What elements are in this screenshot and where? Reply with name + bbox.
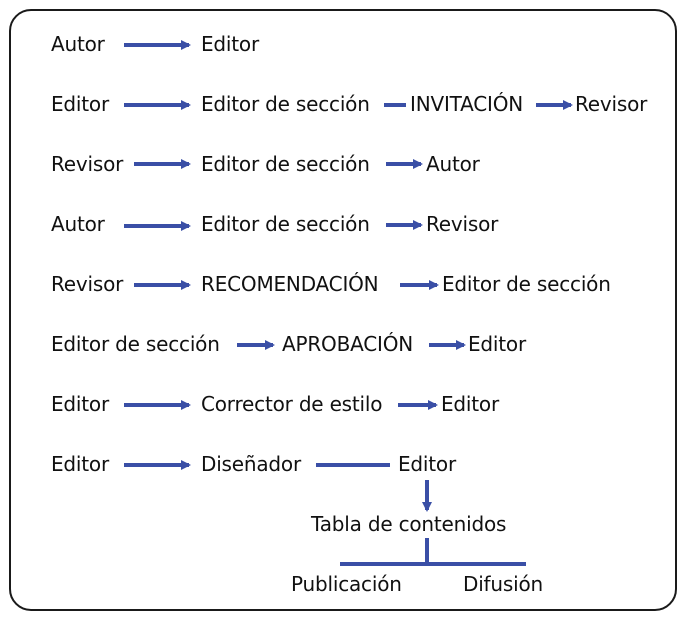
- node-r2-3: INVITACIÓN: [410, 92, 524, 116]
- node-r5-1: Revisor: [51, 272, 124, 296]
- node-r6-1: Editor de sección: [51, 332, 220, 356]
- node-r2-4: Revisor: [575, 92, 648, 116]
- node-r4-1: Autor: [51, 212, 105, 236]
- node-r7-2: Corrector de estilo: [201, 392, 383, 416]
- node-r3-3: Autor: [426, 152, 480, 176]
- node-r1-1: Autor: [51, 32, 105, 56]
- diagram-frame: [9, 9, 677, 611]
- node-r5-2: RECOMENDACIÓN: [201, 272, 379, 296]
- node-r4-3: Revisor: [426, 212, 499, 236]
- node-r3-2: Editor de sección: [201, 152, 370, 176]
- node-tabla-de-contenidos: Tabla de contenidos: [311, 512, 507, 536]
- node-r2-2: Editor de sección: [201, 92, 370, 116]
- node-r7-3: Editor: [441, 392, 499, 416]
- node-r8-2: Diseñador: [201, 452, 301, 476]
- node-difusion: Difusión: [463, 572, 543, 596]
- node-r4-2: Editor de sección: [201, 212, 370, 236]
- node-r2-1: Editor: [51, 92, 109, 116]
- node-r8-1: Editor: [51, 452, 109, 476]
- node-r3-1: Revisor: [51, 152, 124, 176]
- node-publicacion: Publicación: [291, 572, 402, 596]
- node-r8-3: Editor: [398, 452, 456, 476]
- node-r7-1: Editor: [51, 392, 109, 416]
- node-r6-3: Editor: [468, 332, 526, 356]
- node-r5-3: Editor de sección: [442, 272, 611, 296]
- node-r1-2: Editor: [201, 32, 259, 56]
- node-r6-2: APROBACIÓN: [282, 332, 413, 356]
